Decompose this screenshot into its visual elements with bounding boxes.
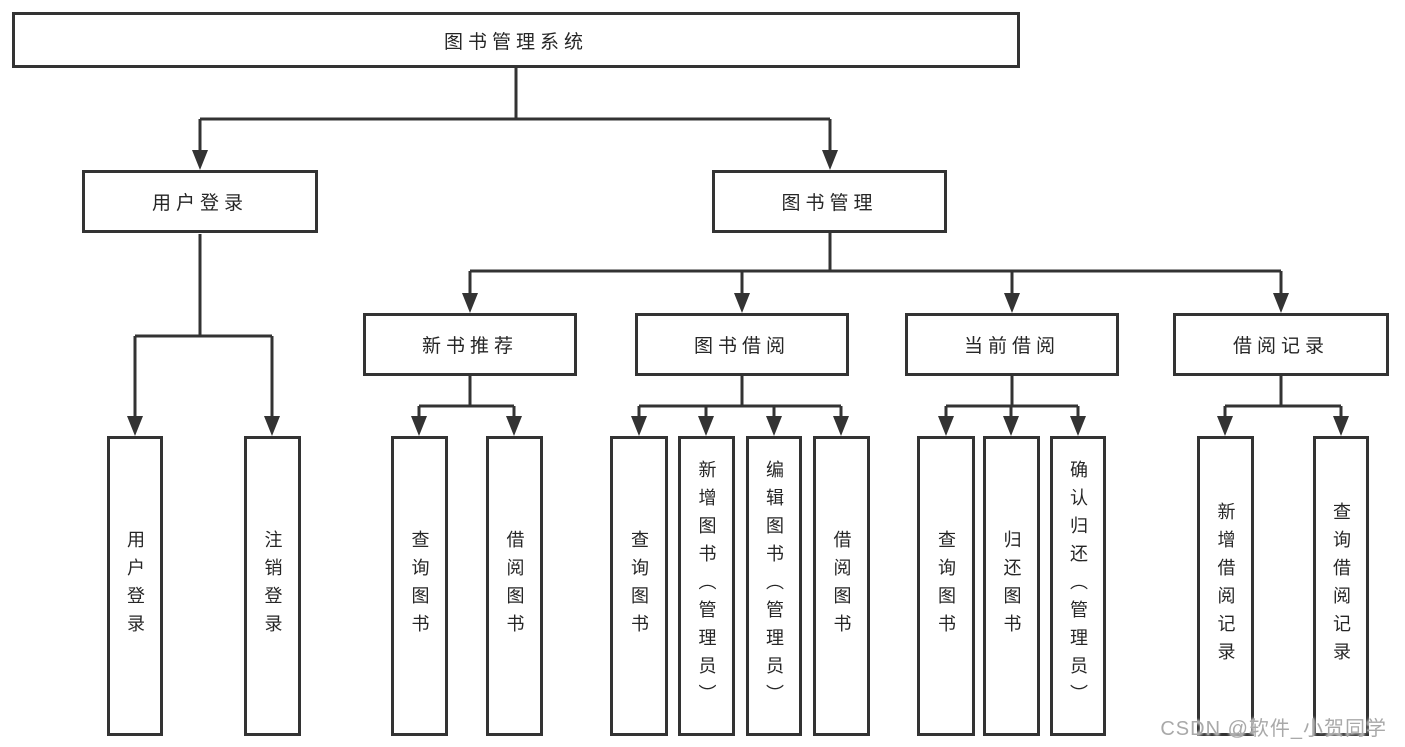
- arrowhead-icon: [127, 416, 143, 436]
- arrowhead-icon: [264, 416, 280, 436]
- leaf-add-books-admin: 新增图书（管理员）: [678, 436, 735, 736]
- arrowheads: [127, 150, 1349, 436]
- node-current-borrowing: 当前借阅: [905, 313, 1119, 376]
- branch-book-borrowing: [637, 376, 843, 420]
- arrowhead-icon: [698, 416, 714, 436]
- branch-root: [198, 68, 832, 153]
- branch-current-borrowing: [944, 376, 1080, 420]
- node-borrow-records: 借阅记录: [1173, 313, 1389, 376]
- leaf-add-borrow-record: 新增借阅记录: [1197, 436, 1254, 736]
- leaf-return-books: 归还图书: [983, 436, 1040, 736]
- arrowhead-icon: [192, 150, 208, 170]
- arrowhead-icon: [1003, 416, 1019, 436]
- leaf-user-login: 用户登录: [107, 436, 163, 736]
- leaf-query-books-current: 查询图书: [917, 436, 975, 736]
- arrowhead-icon: [938, 416, 954, 436]
- leaf-logout: 注销登录: [244, 436, 301, 736]
- arrowhead-icon: [1273, 293, 1289, 313]
- arrowhead-icon: [734, 293, 750, 313]
- csdn-watermark: CSDN @软件_小贺同学: [1160, 718, 1387, 740]
- branch-borrow-records: [1223, 376, 1343, 420]
- arrowhead-icon: [1333, 416, 1349, 436]
- arrowhead-icon: [822, 150, 838, 170]
- arrowhead-icon: [1070, 416, 1086, 436]
- arrowhead-icon: [1217, 416, 1233, 436]
- leaf-edit-books-admin: 编辑图书（管理员）: [746, 436, 802, 736]
- branch-user-login: [133, 234, 274, 419]
- leaf-query-books-borrowing: 查询图书: [610, 436, 668, 736]
- branch-new-book-recommend: [417, 376, 516, 420]
- node-user-login: 用户登录: [82, 170, 318, 233]
- leaf-query-books-recommend: 查询图书: [391, 436, 448, 736]
- node-book-management: 图书管理: [712, 170, 947, 233]
- arrowhead-icon: [631, 416, 647, 436]
- leaf-confirm-return-admin: 确认归还（管理员）: [1050, 436, 1106, 736]
- arrowhead-icon: [766, 416, 782, 436]
- arrowhead-icon: [833, 416, 849, 436]
- node-library-system: 图书管理系统: [12, 12, 1020, 68]
- leaf-borrow-books-recommend: 借阅图书: [486, 436, 543, 736]
- leaf-query-borrow-record: 查询借阅记录: [1313, 436, 1369, 736]
- branch-book-management: [468, 233, 1283, 296]
- node-book-borrowing: 图书借阅: [635, 313, 849, 376]
- arrowhead-icon: [411, 416, 427, 436]
- leaf-borrow-books-borrowing: 借阅图书: [813, 436, 870, 736]
- arrowhead-icon: [462, 293, 478, 313]
- node-new-book-recommend: 新书推荐: [363, 313, 577, 376]
- arrowhead-icon: [506, 416, 522, 436]
- arrowhead-icon: [1004, 293, 1020, 313]
